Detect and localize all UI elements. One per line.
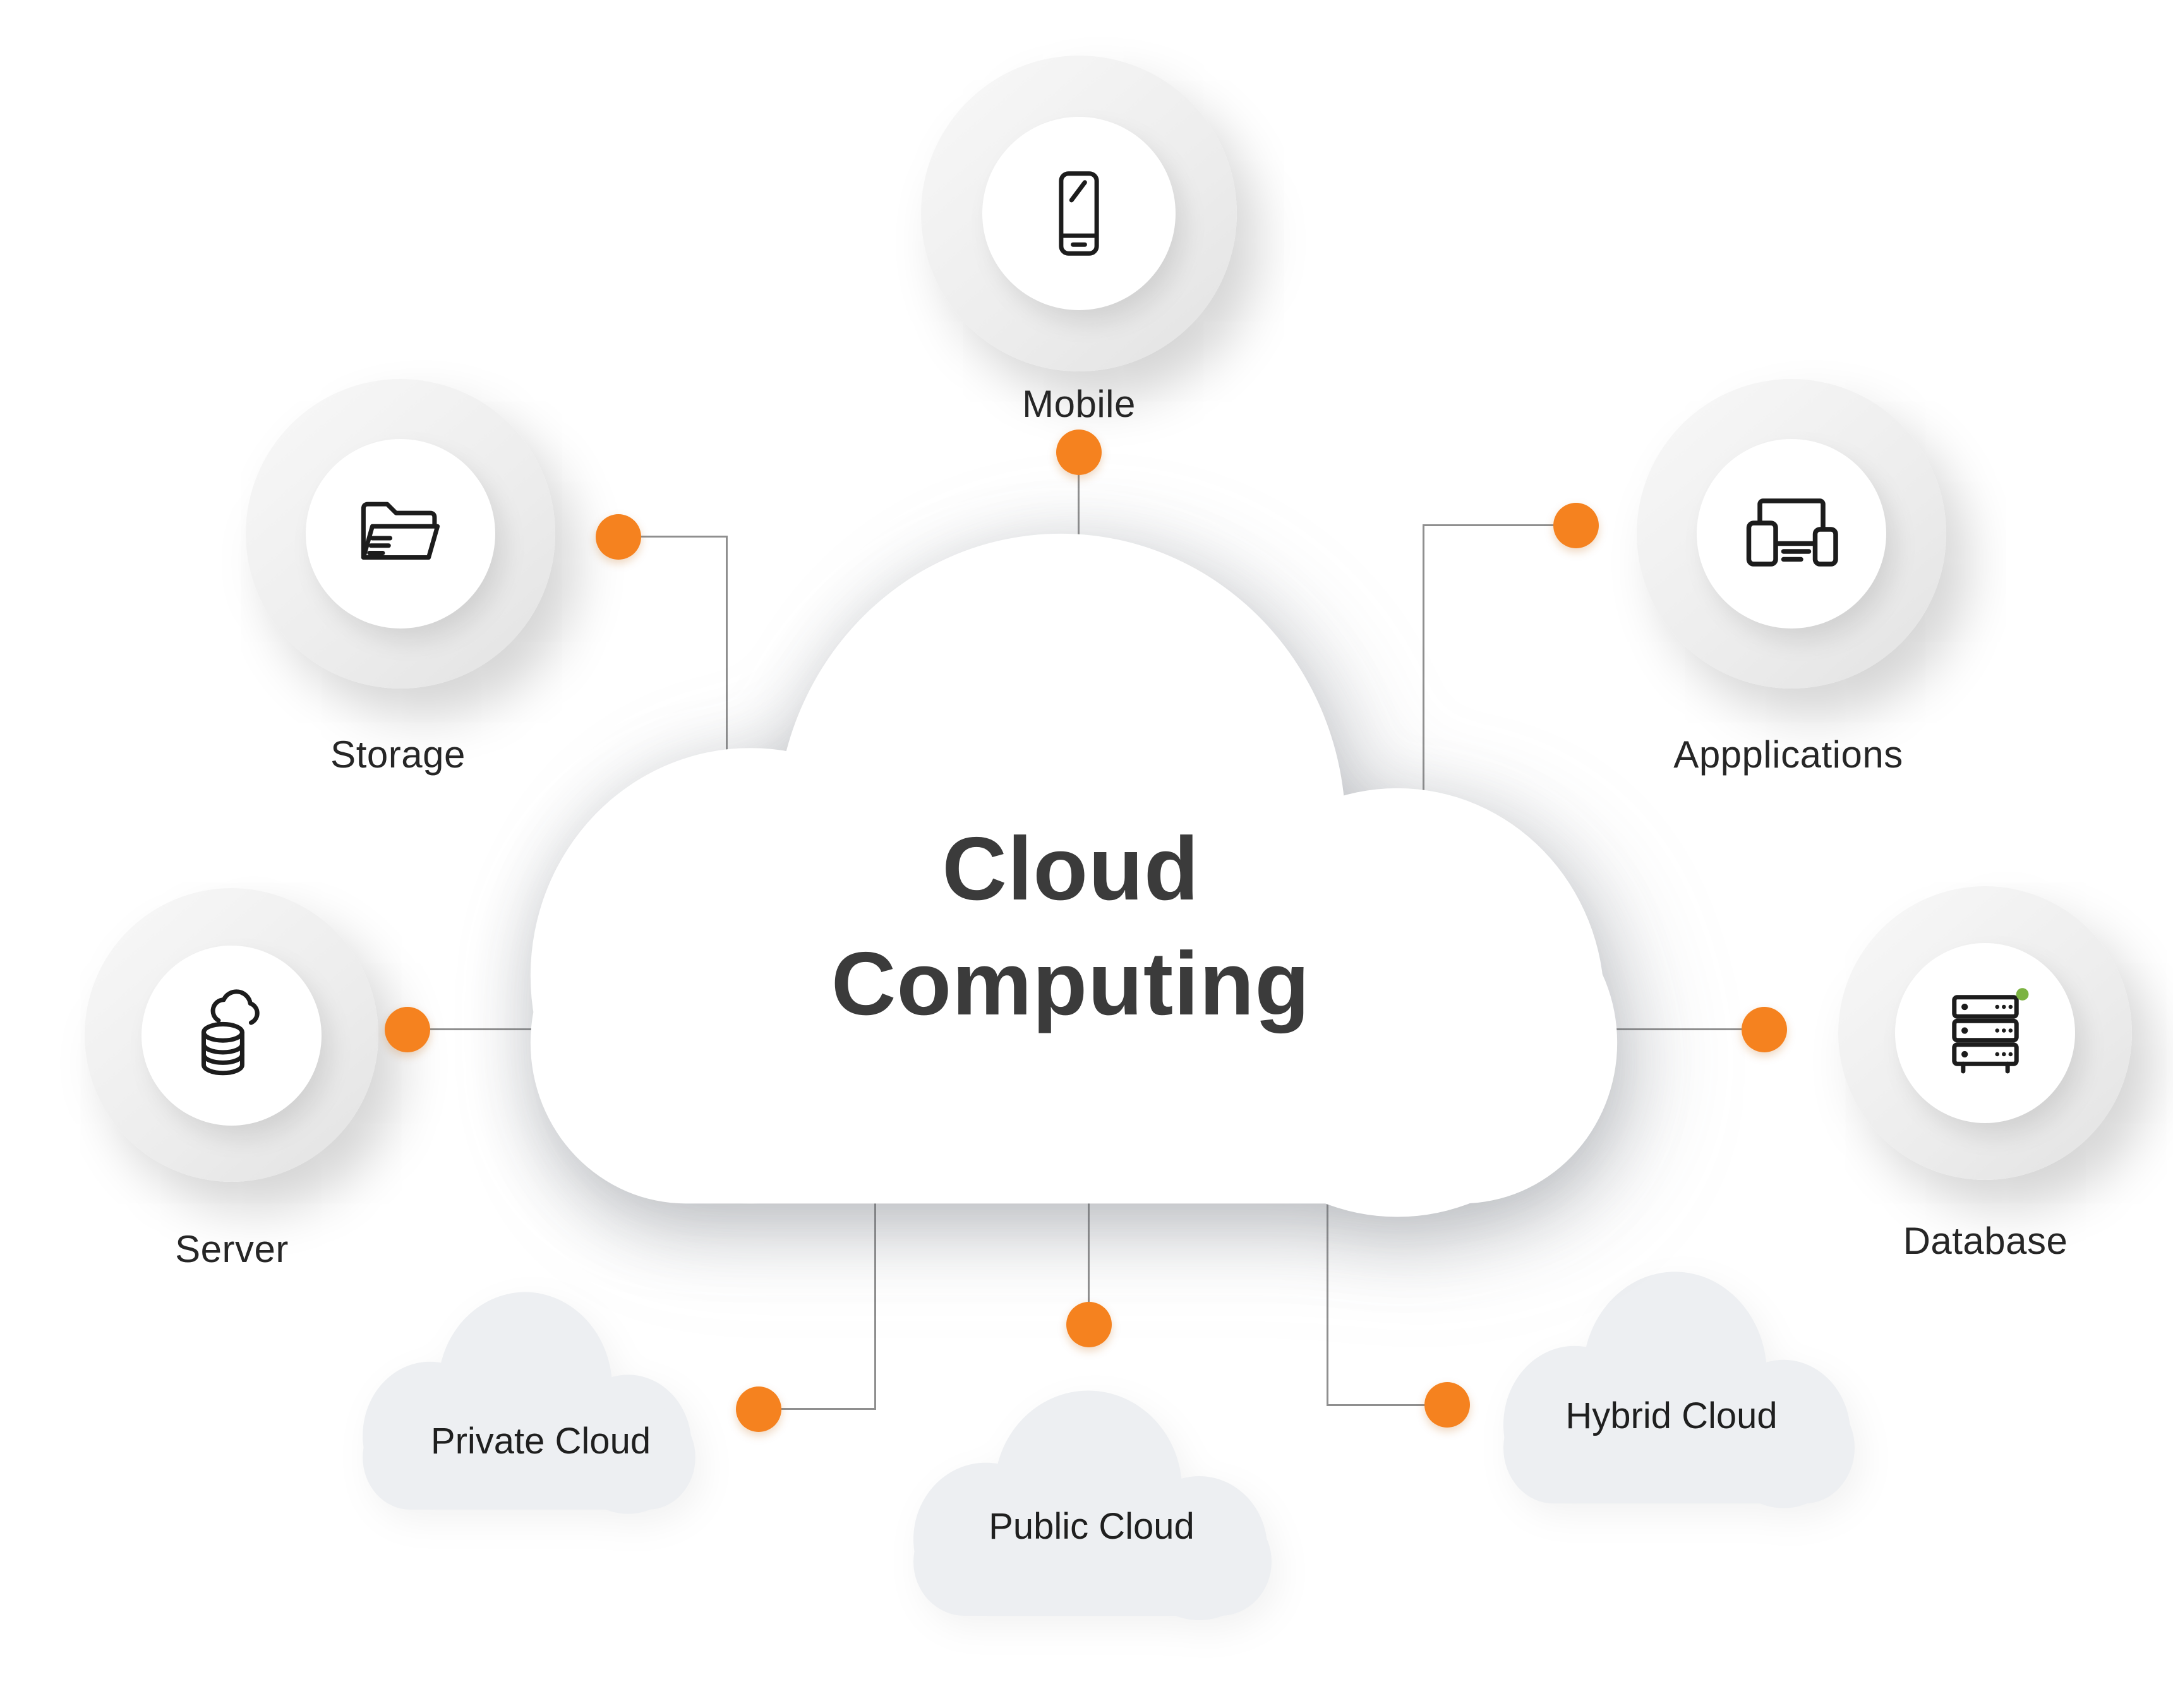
connector-storage-horizontal [639,536,728,538]
devices-icon [1746,498,1838,567]
private-cloud-label: Private Cloud [430,1421,651,1462]
smartphone-icon [1059,171,1099,256]
cloud-disks-icon [201,989,260,1076]
database-node-circle [1895,943,2075,1123]
storage-connector-dot [596,514,641,560]
server-connector-dot [385,1007,430,1052]
diagram-title-line2: Computing [831,933,1311,1034]
hybrid-connector-dot [1424,1382,1470,1428]
connector-applications-horizontal [1423,524,1556,526]
mobile-node-circle [982,117,1176,310]
connector-private-vertical [874,1175,876,1410]
applications-label: Appplications [1673,733,1903,776]
applications-connector-dot [1553,503,1599,548]
server-node-circle [141,946,322,1126]
hybrid-cloud-label: Hybrid Cloud [1565,1395,1778,1436]
database-label: Database [1903,1220,2068,1262]
connector-storage-vertical [726,536,728,826]
server-label: Server [175,1228,289,1270]
connector-applications-vertical [1423,524,1424,802]
connector-hybrid-horizontal [1327,1404,1426,1406]
database-connector-dot [1742,1007,1787,1052]
diagram-title: Cloud Computing [692,812,1450,1042]
folder-icon [361,502,440,560]
mobile-label: Mobile [1022,383,1136,425]
connector-public [1088,1175,1090,1304]
diagram-title-line1: Cloud [942,819,1200,919]
public-connector-dot [1066,1302,1112,1347]
private-cloud-shape [363,1292,695,1514]
storage-label: Storage [330,733,466,776]
mobile-connector-dot [1056,430,1102,475]
applications-node-circle [1697,439,1886,628]
connector-hybrid-vertical [1327,1175,1328,1406]
storage-node-circle [306,439,495,628]
connector-server [430,1028,587,1030]
connector-database [1586,1028,1743,1030]
connector-mobile [1078,474,1080,568]
connector-private-horizontal [781,1408,876,1410]
status-green-dot [2016,988,2029,1001]
public-cloud-label: Public Cloud [989,1506,1195,1547]
server-rack-icon [1952,988,2029,1074]
private-connector-dot [736,1386,781,1432]
